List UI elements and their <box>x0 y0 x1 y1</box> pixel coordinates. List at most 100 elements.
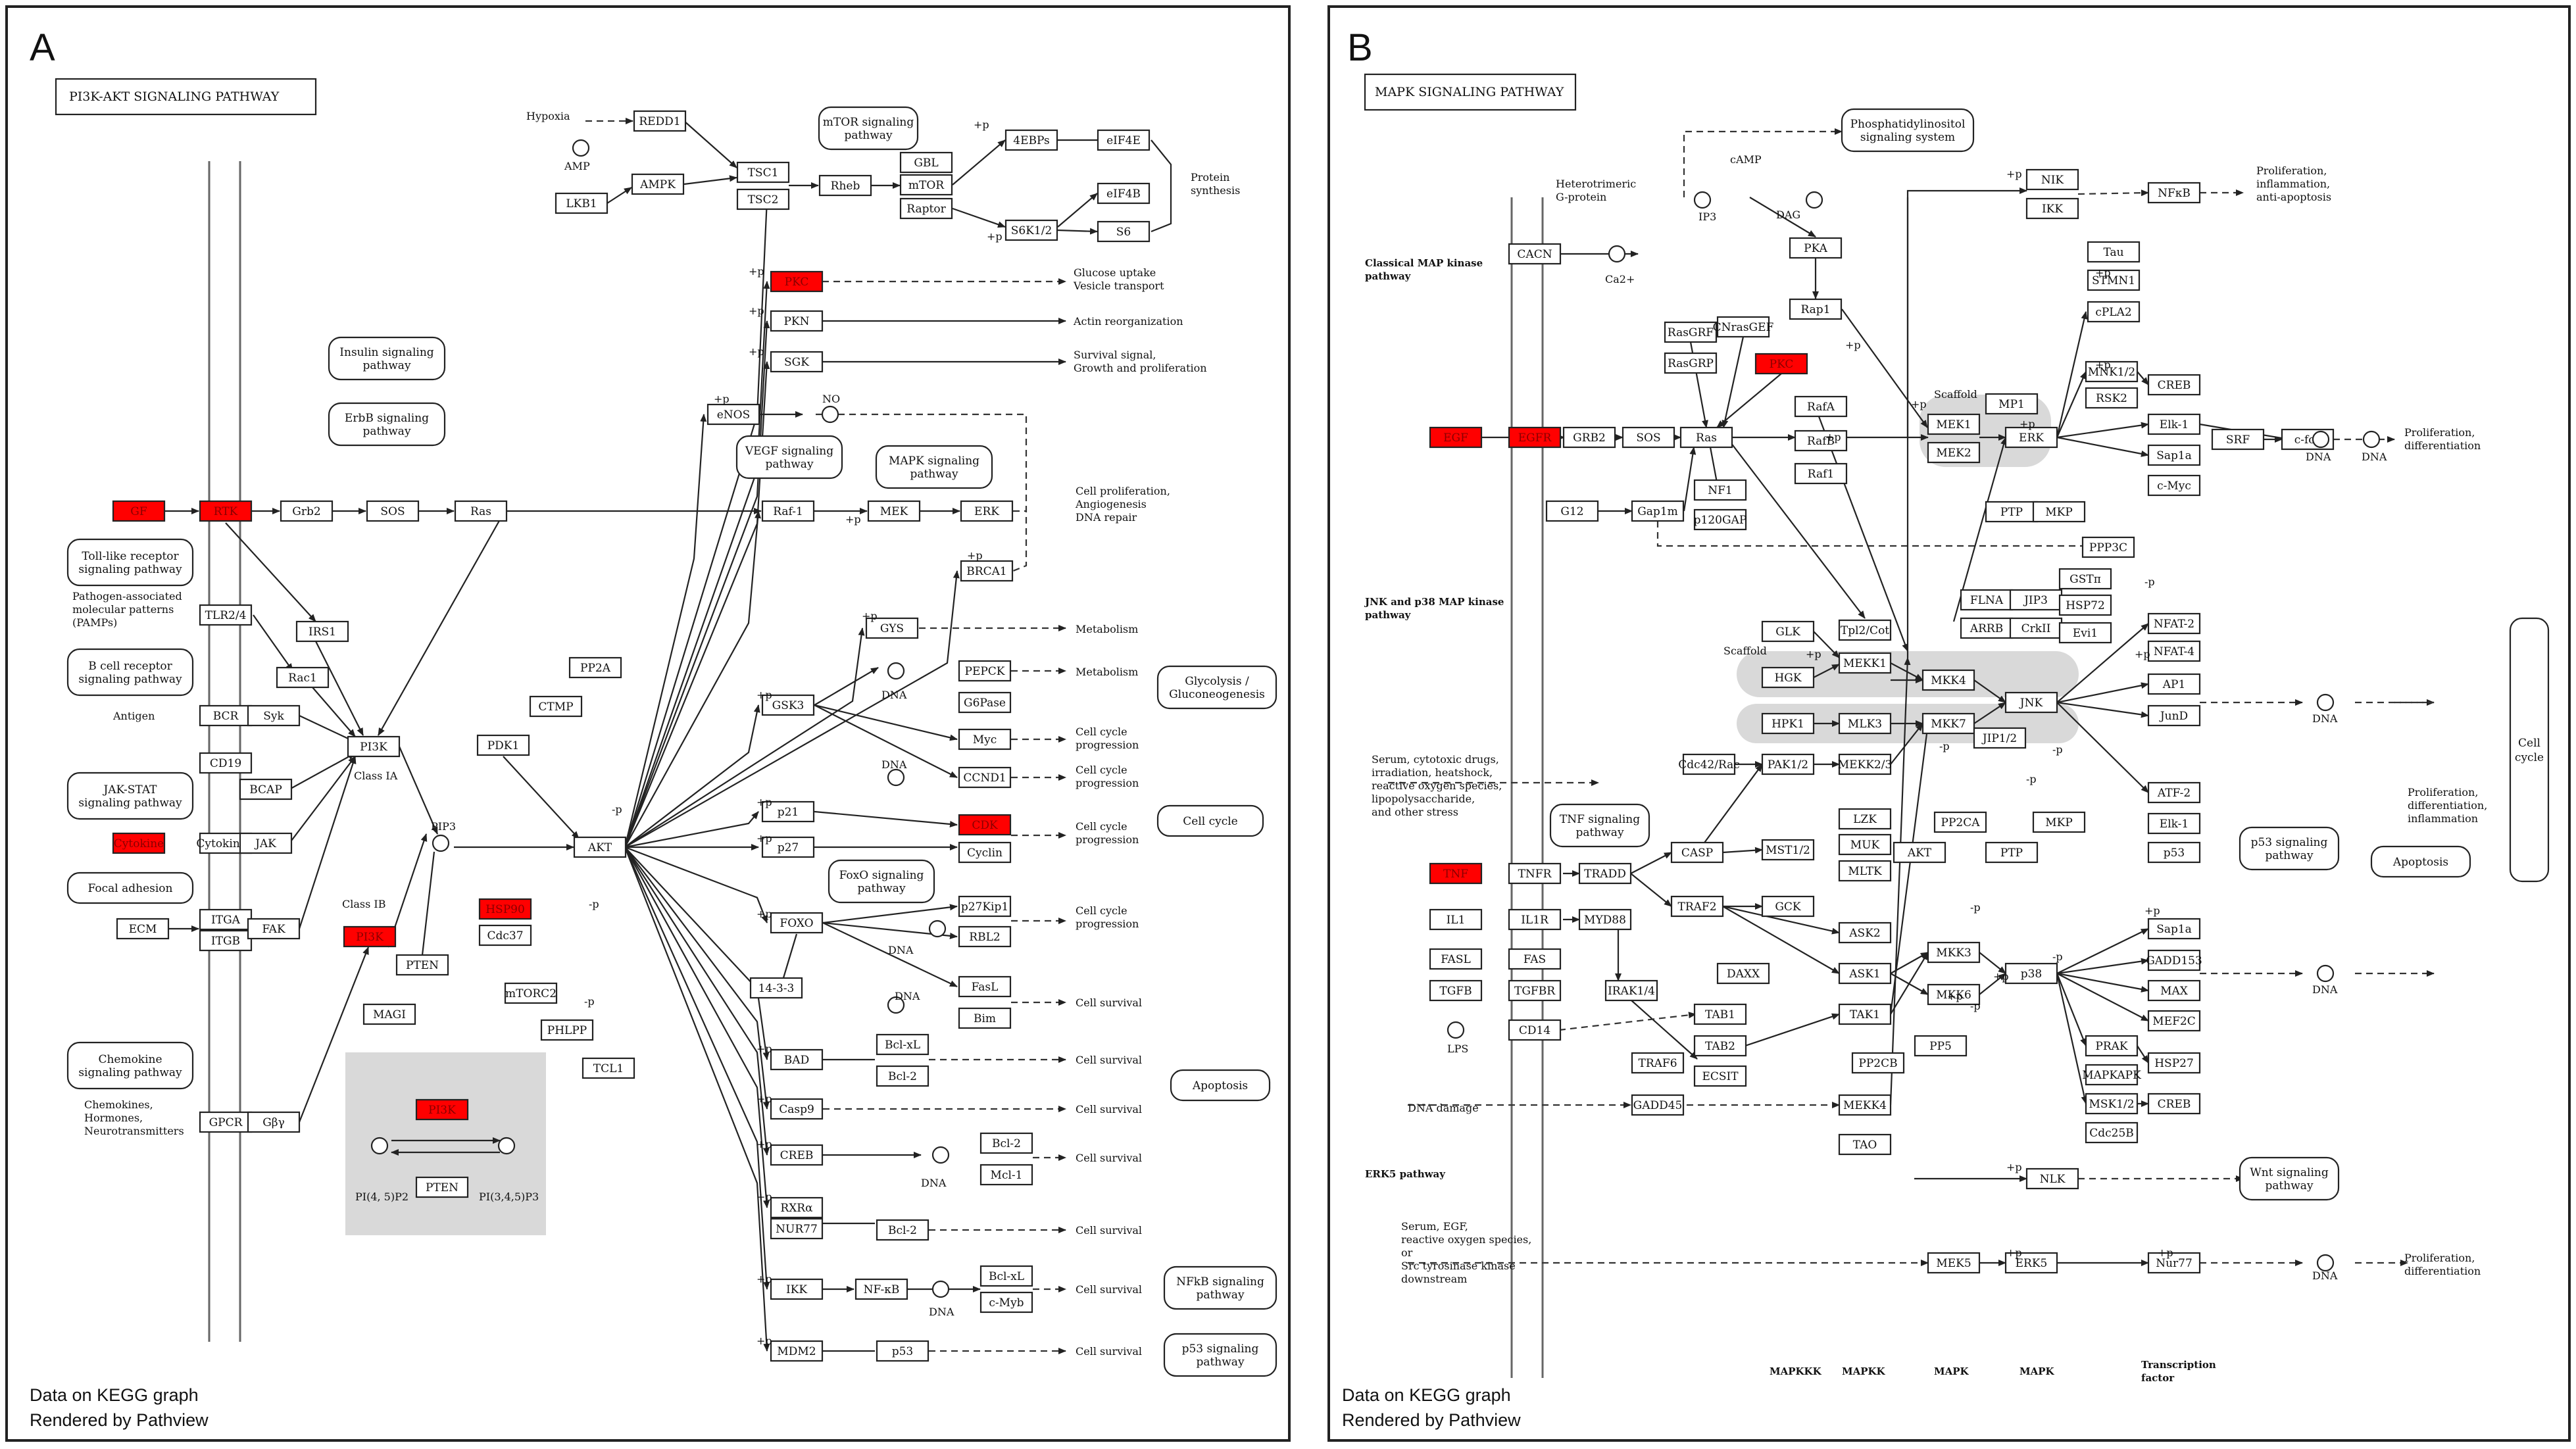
a-gene-redd1[interactable]: REDD1 <box>633 110 687 132</box>
b-gene-nfat2[interactable]: NFAT-2 <box>2147 612 2201 635</box>
a-gene-bcr[interactable]: BCR <box>199 704 253 727</box>
b-gene-rasgrf[interactable]: RasGRF <box>1664 321 1718 343</box>
a-gene-bim[interactable]: Bim <box>958 1007 1012 1029</box>
b-gene-erk[interactable]: ERK <box>2004 426 2058 449</box>
b-gene-gadd45[interactable]: GADD45 <box>1631 1094 1685 1116</box>
b-gene-mkk7[interactable]: MKK7 <box>1921 712 1975 735</box>
b-gene-il1r[interactable]: IL1R <box>1508 908 1562 931</box>
b-gene-ask1[interactable]: ASK1 <box>1838 962 1892 985</box>
b-gene-cdc25b[interactable]: Cdc25B <box>2085 1121 2139 1144</box>
b-gene-tnfr[interactable]: TNFR <box>1508 862 1562 885</box>
b-gene-jund[interactable]: JunD <box>2147 704 2201 727</box>
a-gene-mdm2[interactable]: MDM2 <box>770 1340 824 1362</box>
b-gene-irak14[interactable]: IRAK1/4 <box>1604 979 1658 1002</box>
b-gene-mkk3[interactable]: MKK3 <box>1927 941 1981 964</box>
b-gene-mlk3[interactable]: MLK3 <box>1838 712 1892 735</box>
a-gene-ampk[interactable]: AMPK <box>631 173 685 195</box>
a-pathway-focal[interactable]: Focal adhesion <box>66 872 194 904</box>
a-gene-gys[interactable]: GYS <box>865 617 919 639</box>
a-gene-bclxl[interactable]: Bcl-xL <box>876 1033 929 1056</box>
a-gene-cytokine[interactable]: Cytokine <box>112 832 166 854</box>
a-gene-pkn[interactable]: PKN <box>770 310 824 332</box>
a-gene-cmyb[interactable]: c-Myb <box>979 1291 1033 1314</box>
a-gene-gby[interactable]: Gβγ <box>247 1111 301 1133</box>
b-gene-mp1[interactable]: MP1 <box>1985 393 2039 415</box>
b-gene-mekk23[interactable]: MEKK2/3 <box>1838 753 1893 775</box>
b-gene-erk5[interactable]: ERK5 <box>2004 1252 2058 1274</box>
a-pathway-cellcycle[interactable]: Cell cycle <box>1156 804 1264 837</box>
b-gene-egfr[interactable]: EGFR <box>1508 426 1562 449</box>
b-gene-arrb[interactable]: ARRB <box>1960 617 2014 639</box>
b-gene-jip3[interactable]: JIP3 <box>2009 589 2063 611</box>
b-gene-atf2[interactable]: ATF-2 <box>2147 781 2201 804</box>
a-gene-grb2[interactable]: Grb2 <box>280 500 334 522</box>
b-gene-cpla2[interactable]: cPLA2 <box>2087 301 2141 323</box>
b-gene-nik[interactable]: NIK <box>2025 168 2079 191</box>
a-gene-fak[interactable]: FAK <box>247 918 301 940</box>
b-gene-cmyc[interactable]: c-Myc <box>2147 474 2201 497</box>
b-gene-gck[interactable]: GCK <box>1761 895 1815 918</box>
b-gene-nfat4[interactable]: NFAT-4 <box>2147 640 2201 662</box>
a-gene-s6k[interactable]: S6K1/2 <box>1004 219 1058 241</box>
a-gene-eif4b[interactable]: eIF4B <box>1097 182 1151 205</box>
a-gene-rbl2[interactable]: RBL2 <box>958 925 1012 948</box>
b-pathway-apoptosis[interactable]: Apoptosis <box>2370 845 2471 878</box>
b-gene-tau[interactable]: Tau <box>2087 241 2141 263</box>
a-gene-gpcr[interactable]: GPCR <box>199 1111 253 1133</box>
b-gene-nfkb[interactable]: NFκB <box>2147 182 2201 204</box>
b-gene-rapa[interactable]: RafA <box>1794 395 1848 418</box>
a-gene-erk[interactable]: ERK <box>960 500 1014 522</box>
a-gene-hsp90[interactable]: HSP90 <box>478 898 532 920</box>
b-gene-hpk1[interactable]: HPK1 <box>1761 712 1815 735</box>
b-gene-elk1b[interactable]: Elk-1 <box>2147 812 2201 835</box>
a-gene-foxo[interactable]: FOXO <box>770 912 824 934</box>
a-gene-rtk[interactable]: RTK <box>199 500 253 522</box>
b-gene-tgfb[interactable]: TGFB <box>1429 979 1483 1002</box>
a-gene-gbl[interactable]: GBL <box>899 151 953 174</box>
b-gene-cdc42[interactable]: Cdc42/Rac <box>1678 753 1740 775</box>
b-gene-tab1[interactable]: TAB1 <box>1693 1003 1747 1025</box>
b-gene-p120gap[interactable]: p120GAP <box>1694 508 1747 531</box>
b-gene-tnf[interactable]: TNF <box>1429 862 1483 885</box>
a-gene-syk[interactable]: Syk <box>247 704 301 727</box>
a-gene-itga[interactable]: ITGA <box>199 908 253 931</box>
a-gene-mtor[interactable]: mTOR <box>899 174 953 196</box>
a-gene-p27kip1[interactable]: p27Kip1 <box>958 895 1012 918</box>
a-gene-rxra[interactable]: RXRα <box>770 1196 824 1219</box>
b-gene-cnrasgef[interactable]: CNrasGEF <box>1713 316 1774 338</box>
b-gene-tao[interactable]: TAO <box>1838 1133 1892 1156</box>
b-gene-sap1a[interactable]: Sap1a <box>2147 444 2201 466</box>
b-gene-p38[interactable]: p38 <box>2004 962 2058 985</box>
a-gene-rac1[interactable]: Rac1 <box>276 666 330 689</box>
a-gene-myc[interactable]: Myc <box>958 728 1012 750</box>
a-gene-nfkb[interactable]: NF-κB <box>855 1278 908 1300</box>
a-gene-creb[interactable]: CREB <box>770 1144 824 1166</box>
b-gene-mkk4[interactable]: MKK4 <box>1921 669 1975 691</box>
b-gene-pkc[interactable]: PKC <box>1754 353 1808 375</box>
a-gene-cyclin[interactable]: Cyclin <box>958 841 1012 864</box>
b-gene-p53[interactable]: p53 <box>2147 841 2201 864</box>
a-gene-p21[interactable]: p21 <box>761 800 815 823</box>
b-gene-tradd[interactable]: TRADD <box>1578 862 1632 885</box>
b-gene-tak1[interactable]: TAK1 <box>1838 1003 1892 1025</box>
a-gene-mtorc2[interactable]: mTORC2 <box>504 982 558 1004</box>
b-gene-ecsit[interactable]: ECSIT <box>1693 1065 1747 1087</box>
b-gene-hsp72[interactable]: HSP72 <box>2058 594 2112 616</box>
b-gene-egf[interactable]: EGF <box>1429 426 1483 449</box>
b-gene-raf1[interactable]: Raf1 <box>1794 462 1848 485</box>
a-gene-bclxl2[interactable]: Bcl-xL <box>979 1265 1033 1287</box>
b-gene-fas[interactable]: FAS <box>1508 948 1562 970</box>
b-gene-ptpb[interactable]: PTP <box>1985 841 2039 864</box>
b-gene-grb2[interactable]: GRB2 <box>1562 426 1616 449</box>
b-gene-pka[interactable]: PKA <box>1789 237 1843 259</box>
b-gene-ap1[interactable]: AP1 <box>2147 673 2201 695</box>
